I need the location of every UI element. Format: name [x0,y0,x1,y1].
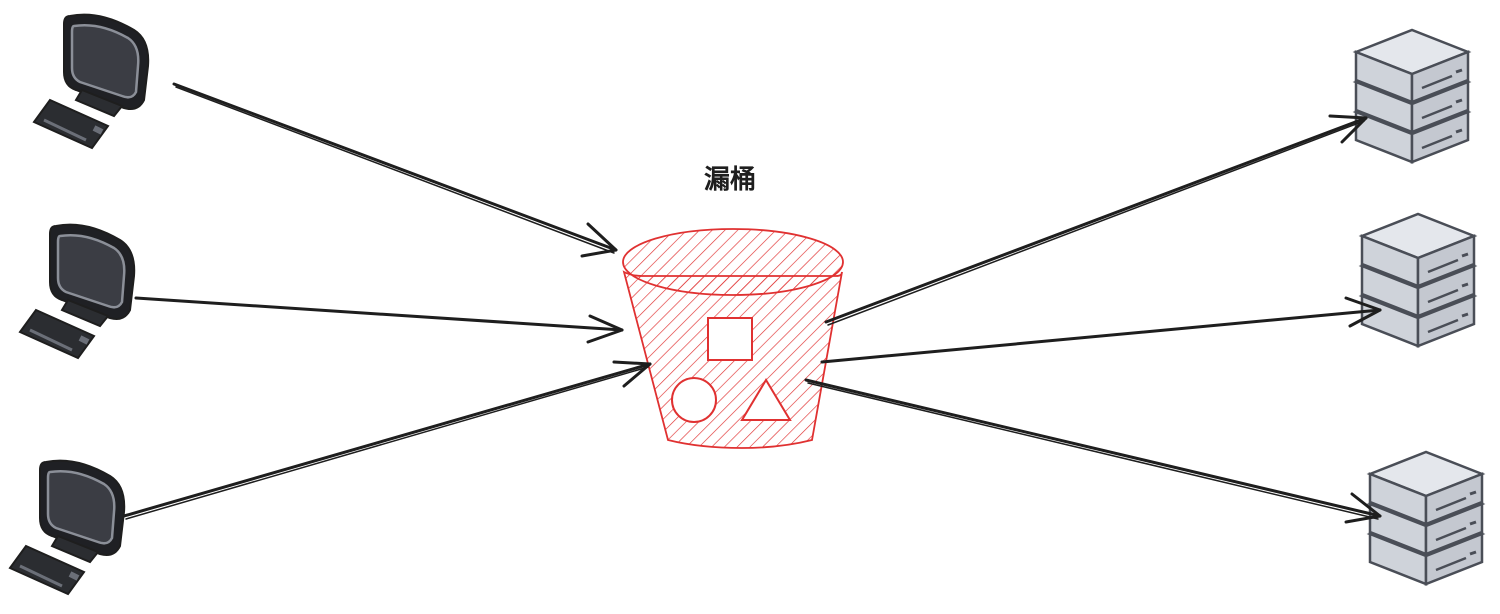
outgoing-arrows [804,114,1382,524]
desktop-computer-icon [10,461,124,594]
incoming-arrows [122,82,652,520]
client-computer-3 [10,461,124,594]
server-rack-2 [1360,212,1476,348]
client-computer-1 [34,15,148,148]
server-rack-icon [1360,212,1476,348]
server-rack-icon [1368,450,1484,586]
arrow-client-2-to-bucket [134,296,624,344]
server-rack-1 [1354,28,1470,164]
desktop-computer-icon [34,15,148,148]
arrow-client-3-to-bucket [122,360,652,520]
server-rack-icon [1354,28,1470,164]
circle-shape [671,377,717,423]
arrow-bucket-to-server-3 [804,378,1382,524]
client-computer-2 [20,225,134,358]
bucket-label: 漏桶 [704,164,756,195]
triangle-shape [740,378,792,421]
arrow-bucket-to-server-1 [824,114,1368,326]
arrow-bucket-to-server-2 [820,296,1382,364]
desktop-computer-icon [20,225,134,358]
arrow-client-1-to-bucket [172,82,618,258]
server-rack-3 [1368,450,1484,586]
leaky-bucket [622,228,844,449]
square-shape [707,317,753,361]
